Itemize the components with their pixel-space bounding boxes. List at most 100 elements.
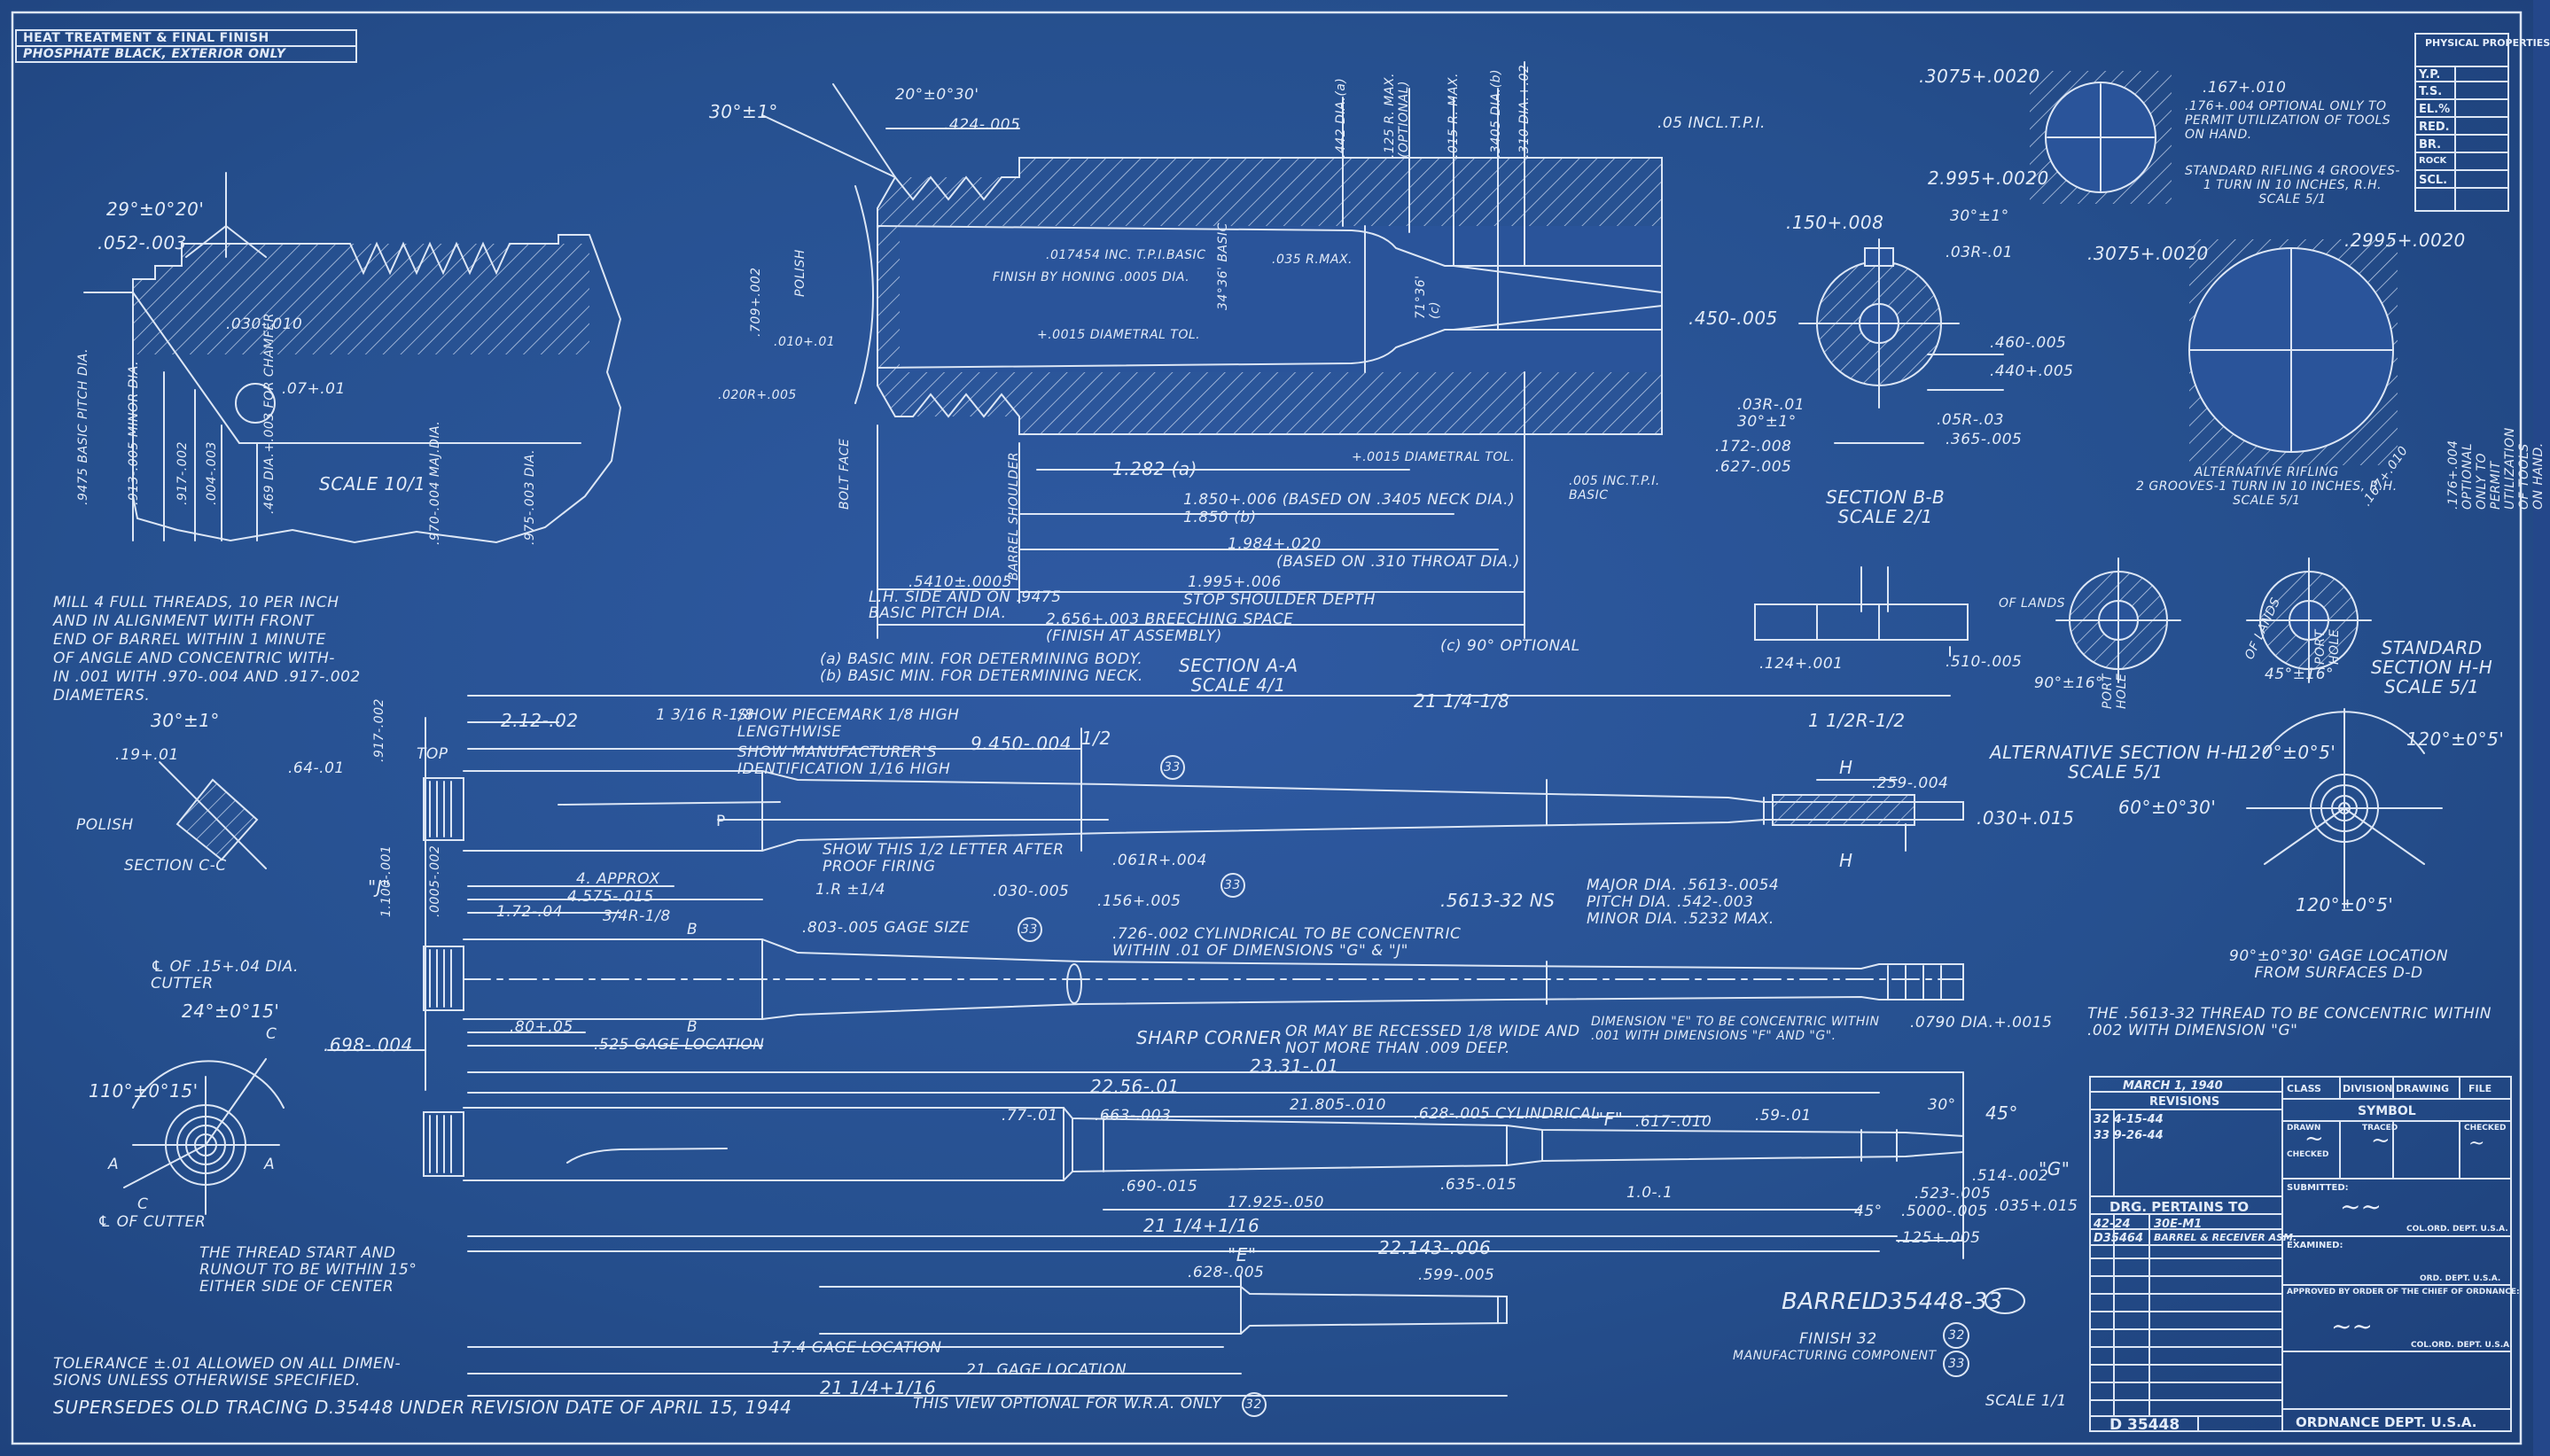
v1-badge-33: 33	[1164, 760, 1181, 775]
aa-dim-1850-a: 1.850+.006 (BASED ON .3405 NECK DIA.)	[1183, 491, 1516, 509]
v3-dim-22143: 22.143-.006	[1378, 1237, 1492, 1258]
tb-pertains-1-name: 30E-M1	[2154, 1218, 2203, 1231]
rifling-optional-note-top: .176+.004 OPTIONAL ONLY TO PERMIT UTILIZ…	[2185, 99, 2391, 142]
v1-badge-33-b: 33	[1224, 878, 1241, 892]
bv-optional-wra: THIS VIEW OPTIONAL FOR W.R.A. ONLY	[913, 1395, 1222, 1413]
v2-thread-diameters: MAJOR DIA. .5613-.0054 PITCH DIA. .542-.…	[1587, 876, 1780, 928]
v2-thread-concentric-note: THE .5613-32 THREAD TO BE CONCENTRIC WIT…	[2087, 1005, 2492, 1039]
v3-dim-17925: 17.925-.050	[1228, 1194, 1324, 1211]
section-b-b-drawing	[1798, 238, 2004, 444]
tb-col-drawing: DRAWING	[2396, 1083, 2450, 1094]
v2-dia-0790: .0790 DIA.+.0015	[1910, 1014, 2053, 1032]
v3-dim-035: .035+.015	[1994, 1197, 2078, 1215]
v2-b-mark-bottom: B	[687, 1018, 698, 1036]
alternative-rifling-label: ALTERNATIVE RIFLING 2 GROOVES-1 TURN IN …	[2136, 465, 2398, 508]
barrel-view-2	[327, 912, 1964, 1051]
cc-angle-30: 30°±1°	[151, 710, 220, 731]
bb-dim-450: .450-.005	[1688, 308, 1778, 329]
v1-dim-1100: 1.100-.001	[379, 845, 394, 917]
basic-pitch-dia-dim: .9475 BASIC PITCH DIA.	[76, 347, 90, 505]
v2-gage-location: .525 GAGE LOCATION	[594, 1036, 765, 1054]
tb-rev-33: 33 9-26-44	[2094, 1129, 2164, 1142]
cutter-a-right: A	[264, 1156, 276, 1173]
bb-dim-150: .150+.008	[1786, 212, 1884, 233]
aa-inc-tpi-005: .005 INC.T.P.I. BASIC	[1569, 474, 1660, 502]
v1-radius-1-3-16: 1 3/16 R-1/8	[656, 706, 755, 724]
aa-dim-5410: .5410±.0005	[908, 573, 1013, 591]
prop-scl: SCL.	[2419, 174, 2448, 187]
aa-diametral-tol-1: +.0015 DIAMETRAL TOL.	[1037, 328, 1201, 342]
mill-threads-note: MILL 4 FULL THREADS, 10 PER INCH AND IN …	[53, 594, 361, 705]
rifling-dim-2995-top: 2.995+.0020	[1928, 167, 2049, 189]
v2-concentric-e-note: DIMENSION "E" TO BE CONCENTRIC WITHIN .0…	[1591, 1015, 1880, 1043]
prop-rock: ROCK	[2419, 156, 2447, 166]
manufacturing-component: MANUFACTURING COMPONENT	[1733, 1349, 1937, 1363]
v1-proof-firing-note: SHOW THIS 1/2 LETTER AFTER PROOF FIRING	[823, 841, 1064, 876]
v1-dim-9450: 9.450-.004	[971, 733, 1072, 754]
title-block-lines	[2089, 1076, 2512, 1432]
muzzle-dim-259: .259-.004	[1872, 775, 1949, 792]
muzzle-gage-location: 90°±0°30' GAGE LOCATION FROM SURFACES D-…	[2229, 947, 2449, 982]
thread-detail-drawing	[83, 172, 622, 544]
rifling-dim-3075-alt: .3075+.0020	[2087, 243, 2209, 264]
prop-br: BR.	[2419, 138, 2442, 152]
v3-dim-663: .663-.003	[1095, 1107, 1172, 1125]
aa-angle-20: 20°±0°30'	[895, 86, 979, 104]
cutter-c-bottom: C	[137, 1195, 149, 1213]
bv-gage-21: 21. GAGE LOCATION	[966, 1361, 1127, 1379]
aa-dia-3405: .3405 DIA.(b)	[1489, 68, 1503, 158]
od-004-dim: .004-.003	[205, 441, 219, 505]
v2-gage-size: .803-.005 GAGE SIZE	[802, 919, 971, 937]
thread-depth-dim: .052-.003	[97, 232, 187, 253]
v3-dim-523: .523-.005	[1914, 1185, 1992, 1203]
barrel-optional-view	[467, 1275, 1508, 1397]
v2-sharp-corner: SHARP CORNER	[1136, 1027, 1283, 1048]
v2-thread-spec: .5613-32 NS	[1440, 890, 1556, 911]
v3-dim-59: .59-.01	[1755, 1107, 1812, 1125]
aa-radius-035: .035 R.MAX.	[1272, 253, 1353, 267]
tb-pertains-2-name: BARREL & RECEIVER ASM.	[2154, 1232, 2297, 1243]
tb-col-file: FILE	[2468, 1083, 2492, 1094]
rifling-alternative-drawing	[2188, 239, 2398, 465]
aa-polish: POLISH	[793, 249, 807, 297]
aa-radius-015: .015 R. MAX.	[1447, 73, 1461, 158]
major-dia-dim: .970-.004 MAJ.DIA.	[428, 420, 442, 545]
bb-angle-30: 30°±1°	[1950, 207, 2009, 225]
minor-dia-dim: .913-.005 MINOR DIA.	[127, 361, 141, 505]
v2-dim-156: .156+.005	[1097, 892, 1181, 910]
tb-pertains-label: DRG. PERTAINS TO	[2109, 1199, 2250, 1215]
tb-dept: ORDNANCE DEPT. U.S.A.	[2296, 1414, 2477, 1430]
aa-angle-71-36: 71°36' (c)	[1414, 275, 1442, 319]
v3-dim-21805: 21.805-.010	[1290, 1096, 1386, 1114]
v1-top-label: TOP	[417, 745, 448, 763]
bb-dim-172: .172-.008	[1715, 438, 1792, 455]
bb-radius-03: .03R-.01	[1946, 244, 2014, 261]
thread-radius-dim: .07+.01	[282, 380, 346, 398]
v1-dim-half: 1/2	[1081, 728, 1111, 749]
v1-dim-4-approx: 4. APPROX	[576, 870, 660, 888]
part-number: D35448-33	[1870, 1289, 2003, 1315]
rifling-dim-3075-top: .3075+.0020	[1919, 66, 2040, 87]
muzzle-angle-60: 60°±0°30'	[2118, 797, 2217, 818]
tb-signature-drawn: ~	[2304, 1125, 2324, 1152]
v3-f-label: "F"	[1595, 1109, 1624, 1130]
v2-radius-3-4: 3/4R-1/8	[603, 907, 671, 925]
standard-rifling-label: STANDARD RIFLING 4 GROOVES- 1 TURN IN 10…	[2185, 164, 2400, 206]
cutter-angle-24: 24°±0°15'	[182, 1001, 280, 1022]
v1-p-mark: P	[716, 813, 726, 830]
aa-breeching-space: 2.656+.003 BREECHING SPACE (FINISH AT AS…	[1046, 611, 1294, 645]
cc-polish: POLISH	[76, 816, 134, 834]
aa-radius-125: .125 R. MAX. (OPTIONAL)	[1383, 73, 1411, 158]
thread-start-note: THE THREAD START AND RUNOUT TO BE WITHIN…	[199, 1244, 417, 1296]
v2-dim-698: .698-.004	[324, 1034, 413, 1055]
v1-dim-21-quarter: 21 1/4-1/8	[1414, 690, 1510, 712]
section-cc-label: SECTION C-C	[124, 857, 227, 875]
physical-properties-title: PHYSICAL PROPERTIES	[2425, 37, 2550, 49]
v1-dim-0005: .0005-.002	[428, 845, 442, 917]
aa-throat-note: (BASED ON .310 THROAT DIA.)	[1276, 553, 1520, 571]
v2-cylindrical-note: .726-.002 CYLINDRICAL TO BE CONCENTRIC W…	[1112, 925, 1462, 960]
aa-inc-tpi-basic: .017454 INC. T.P.I.BASIC	[1046, 248, 1206, 262]
part-name: BARREL	[1782, 1289, 1875, 1315]
aa-dim-424: .424-.005	[944, 116, 1021, 134]
